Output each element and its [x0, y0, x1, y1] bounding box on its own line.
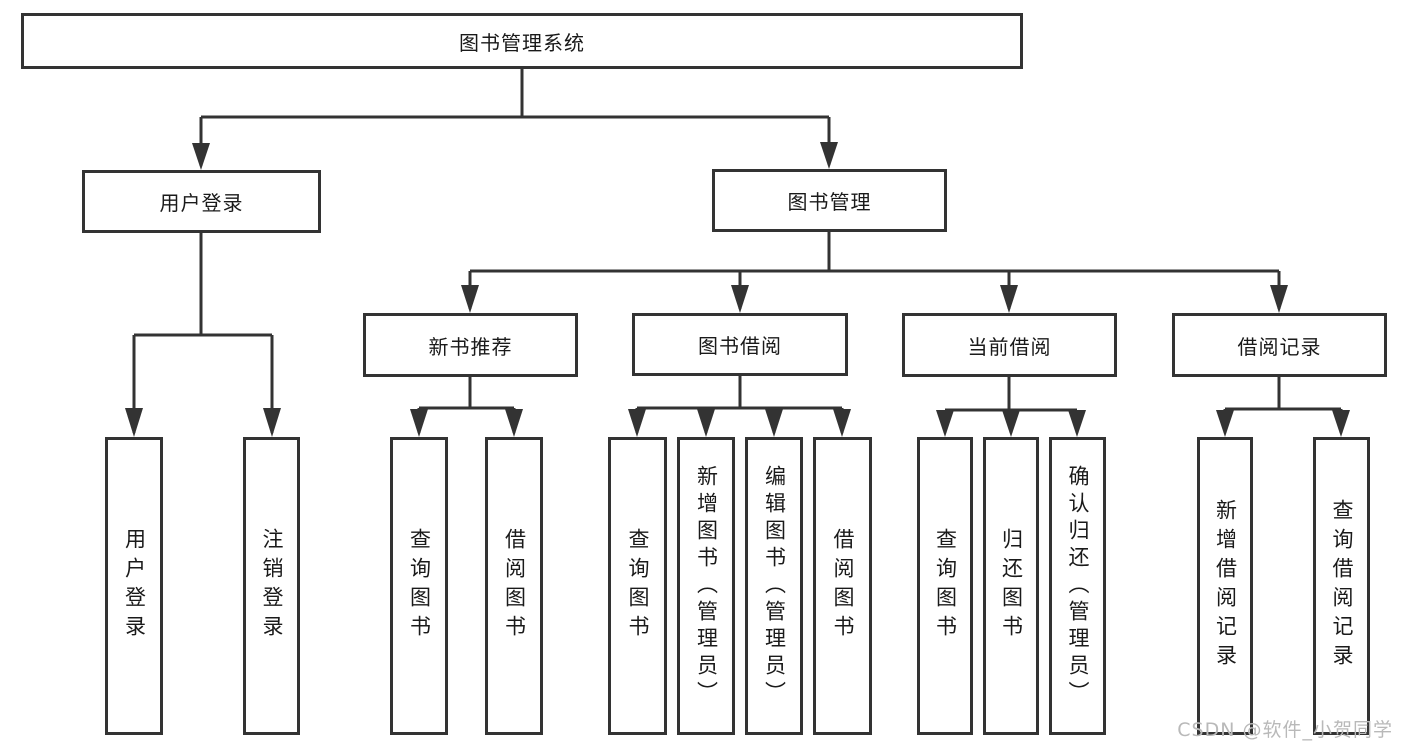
node-label: 用户登录	[159, 191, 244, 215]
node-library-management-system: 图书管理系统	[21, 13, 1023, 69]
leaf-confirm-return-admin: 确认归还（管理员）	[1049, 437, 1106, 735]
arrowhead	[263, 408, 281, 437]
arrowhead	[1068, 410, 1086, 437]
leaf-label: 新增图书（管理员）	[694, 464, 719, 708]
node-current-borrow: 当前借阅	[902, 313, 1117, 377]
leaf-query-books: 查询图书	[917, 437, 973, 735]
leaf-user-login: 用户登录	[105, 437, 163, 735]
leaf-borrow-books: 借阅图书	[813, 437, 872, 735]
node-label: 图书借阅	[698, 334, 782, 358]
arrowhead	[505, 409, 523, 437]
arrowhead	[697, 409, 715, 437]
node-label: 借阅记录	[1237, 334, 1322, 359]
leaf-label: 新增借阅记录	[1213, 499, 1238, 673]
leaf-query-borrow-record: 查询借阅记录	[1313, 437, 1370, 735]
leaf-add-books-admin: 新增图书（管理员）	[677, 437, 735, 735]
arrowhead	[1002, 410, 1020, 437]
node-user-login: 用户登录	[82, 170, 321, 233]
arrowhead	[936, 410, 954, 437]
node-label: 当前借阅	[967, 334, 1052, 359]
leaf-borrow-books: 借阅图书	[485, 437, 543, 735]
node-book-borrow: 图书借阅	[632, 313, 848, 376]
leaf-add-borrow-record: 新增借阅记录	[1197, 437, 1253, 735]
arrowhead	[461, 285, 479, 313]
csdn-watermark: CSDN @软件_小贺同学	[1177, 719, 1393, 741]
leaf-label: 用户登录	[122, 528, 147, 644]
leaf-label: 确认归还（管理员）	[1066, 464, 1090, 708]
arrowhead	[765, 409, 783, 437]
leaf-edit-books-admin: 编辑图书（管理员）	[745, 437, 803, 735]
arrowhead	[820, 142, 838, 169]
arrowhead	[1332, 410, 1350, 437]
arrowhead	[192, 143, 210, 170]
node-label: 图书管理	[787, 190, 872, 214]
leaf-label: 查询图书	[933, 528, 958, 644]
leaf-label: 查询图书	[626, 528, 650, 644]
arrowhead	[1216, 410, 1234, 437]
arrowhead	[731, 285, 749, 313]
leaf-label: 注销登录	[260, 528, 284, 644]
arrowhead	[125, 408, 143, 437]
leaf-return-books: 归还图书	[983, 437, 1039, 735]
arrowhead	[833, 409, 851, 437]
node-label: 图书管理系统	[459, 30, 585, 55]
leaf-label: 借阅图书	[831, 528, 855, 644]
leaf-query-books: 查询图书	[390, 437, 448, 735]
arrowhead	[410, 409, 428, 437]
leaf-label: 编辑图书（管理员）	[762, 464, 787, 708]
node-book-management: 图书管理	[712, 169, 947, 232]
leaf-label: 查询借阅记录	[1330, 499, 1354, 673]
leaf-label: 借阅图书	[502, 528, 527, 644]
node-label: 新书推荐	[428, 334, 513, 359]
arrowhead	[1270, 285, 1288, 313]
leaf-label: 归还图书	[999, 528, 1024, 644]
arrowhead	[1000, 285, 1018, 313]
node-new-book-recommend: 新书推荐	[363, 313, 578, 377]
leaf-query-books: 查询图书	[608, 437, 667, 735]
leaf-label: 查询图书	[407, 528, 432, 644]
arrowhead	[628, 409, 646, 437]
leaf-logout: 注销登录	[243, 437, 300, 735]
node-borrow-records: 借阅记录	[1172, 313, 1387, 377]
